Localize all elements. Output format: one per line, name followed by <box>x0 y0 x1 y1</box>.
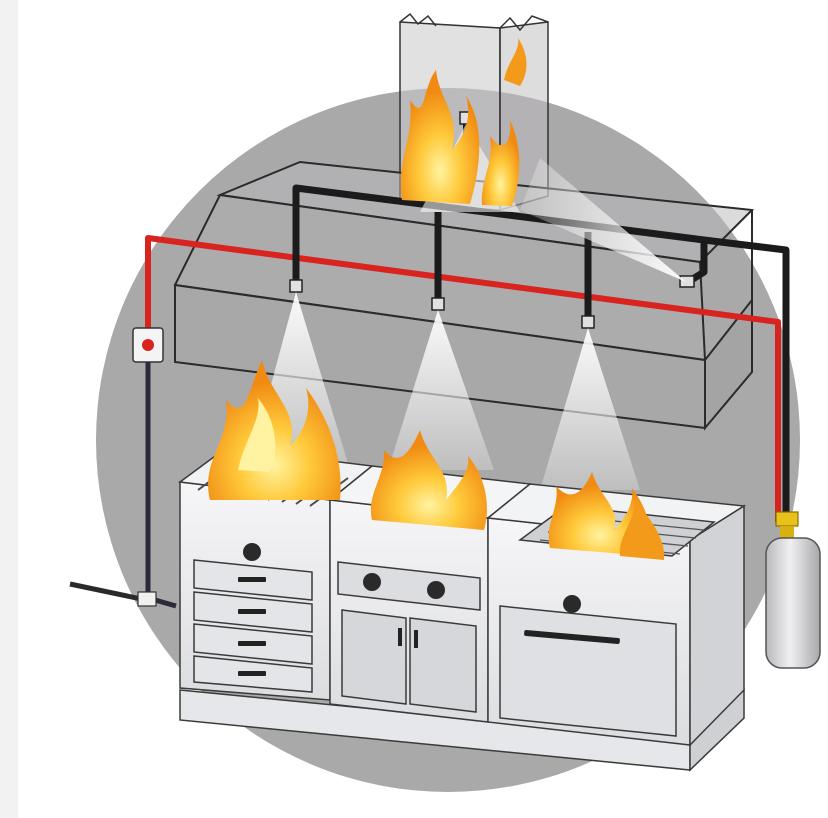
fryer <box>486 483 747 747</box>
pull-station-icon <box>132 327 164 363</box>
conduit-line <box>69 362 177 609</box>
cabinet-door-left <box>341 609 407 705</box>
agent-cylinder-icon <box>765 511 821 669</box>
griddle-knob <box>363 573 381 591</box>
charbroiler-knob <box>243 543 261 561</box>
oven-handle <box>524 629 620 645</box>
cabinet-door-right <box>409 617 477 713</box>
oven-door <box>499 605 677 737</box>
flame-icon <box>208 360 665 560</box>
griddle-knob <box>427 581 445 599</box>
nozzle-icon <box>289 111 695 329</box>
flame-icon <box>400 38 527 206</box>
left-edge-shade <box>0 0 18 818</box>
detection-line <box>145 235 781 522</box>
fryer-knob <box>563 595 581 613</box>
